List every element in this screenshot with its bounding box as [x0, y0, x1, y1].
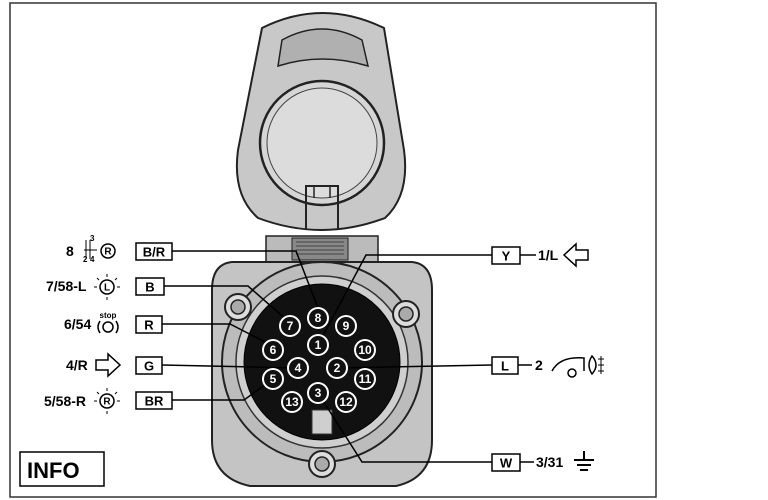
svg-text:3: 3	[90, 234, 95, 243]
svg-text:stop: stop	[100, 311, 117, 320]
wire-color-box: G	[144, 359, 154, 374]
info-badge: INFO	[19, 451, 105, 487]
right-indicator-arrow-icon	[95, 352, 122, 378]
pin-10: 10	[354, 339, 376, 361]
leader-line-1	[317, 254, 492, 346]
function-code: 3/31	[536, 454, 563, 470]
left-label-row-8: 8 3 2 4 R B/R	[66, 234, 173, 264]
left-indicator-arrow-icon	[562, 242, 589, 268]
svg-text:13: 13	[285, 395, 299, 409]
left-position-light-icon: L	[94, 274, 120, 300]
pin-5: 5	[262, 368, 284, 390]
leader-line-3	[317, 392, 492, 463]
pin-11: 11	[354, 368, 376, 390]
leader-line-5	[172, 378, 274, 401]
svg-text:4: 4	[90, 255, 95, 264]
reverse-light-icon: R	[100, 243, 116, 259]
svg-text:5: 5	[270, 372, 277, 386]
brake-light-icon: stop	[97, 311, 119, 334]
svg-text:2: 2	[334, 361, 341, 375]
function-code: 8	[66, 243, 74, 259]
svg-text:6: 6	[270, 343, 277, 357]
pin-9: 9	[335, 315, 357, 337]
svg-text:L: L	[104, 283, 110, 294]
svg-text:4: 4	[295, 361, 302, 375]
svg-text:9: 9	[343, 319, 350, 333]
svg-text:11: 11	[359, 372, 372, 386]
svg-text:1: 1	[315, 338, 322, 352]
svg-text:10: 10	[358, 343, 372, 357]
svg-text:3: 3	[315, 386, 322, 400]
leader-lines	[161, 250, 493, 463]
wire-color-box: B	[145, 280, 154, 295]
function-code: 4/R	[66, 357, 88, 373]
right-label-row-1: Y 1/L	[491, 242, 589, 268]
pin-12: 12	[335, 391, 357, 413]
function-code: 6/54	[64, 316, 91, 332]
pin-13: 13	[281, 391, 303, 413]
right-label-row-2: L 2	[491, 354, 604, 378]
leader-line-6	[162, 323, 274, 347]
pin-layout: 1 2 3 4 5 6 7 8 9 10 11 12 13	[262, 307, 376, 413]
svg-text:R: R	[104, 247, 112, 258]
ground-icon	[574, 451, 594, 471]
pin-2: 2	[326, 357, 348, 379]
pin-1: 1	[307, 334, 329, 356]
function-code: 5/58-R	[44, 393, 86, 409]
svg-text:2: 2	[83, 255, 88, 264]
wire-color-box: R	[144, 318, 154, 333]
left-label-row-7: 7/58-L L B	[46, 274, 165, 300]
function-code: 7/58-L	[46, 278, 87, 294]
function-code: 2	[535, 357, 543, 373]
right-position-light-icon: R	[94, 388, 120, 414]
pin-4: 4	[287, 357, 309, 379]
wire-color-box: W	[500, 456, 513, 471]
wire-color-box: L	[501, 359, 509, 374]
svg-text:7: 7	[287, 319, 294, 333]
left-label-row-5: 5/58-R R BR	[44, 388, 173, 414]
svg-text:INFO: INFO	[27, 458, 80, 483]
switch-symbol-icon: 3 2 4	[83, 234, 97, 264]
wire-color-box: B/R	[143, 245, 166, 260]
socket-hinge	[265, 235, 379, 263]
svg-text:8: 8	[315, 311, 322, 325]
fog-light-icon	[551, 354, 604, 378]
leader-line-4	[161, 364, 299, 369]
pin-6: 6	[262, 339, 284, 361]
wire-color-box: Y	[502, 249, 511, 264]
socket-lid	[235, 12, 407, 231]
pin-8: 8	[307, 307, 329, 329]
left-label-row-4: 4/R G	[66, 352, 163, 378]
pin-7: 7	[279, 315, 301, 337]
svg-text:R: R	[103, 397, 111, 408]
socket-body	[211, 261, 433, 487]
left-label-row-6: 6/54 stop R	[64, 311, 163, 334]
svg-text:12: 12	[339, 395, 353, 409]
leader-line-2	[336, 364, 493, 369]
leader-line-8	[172, 250, 319, 309]
wire-color-box: BR	[145, 394, 164, 409]
pin-3: 3	[307, 382, 329, 404]
leader-line-7	[164, 285, 290, 323]
right-label-row-3: W 3/31	[491, 451, 594, 472]
function-code: 1/L	[538, 247, 559, 263]
